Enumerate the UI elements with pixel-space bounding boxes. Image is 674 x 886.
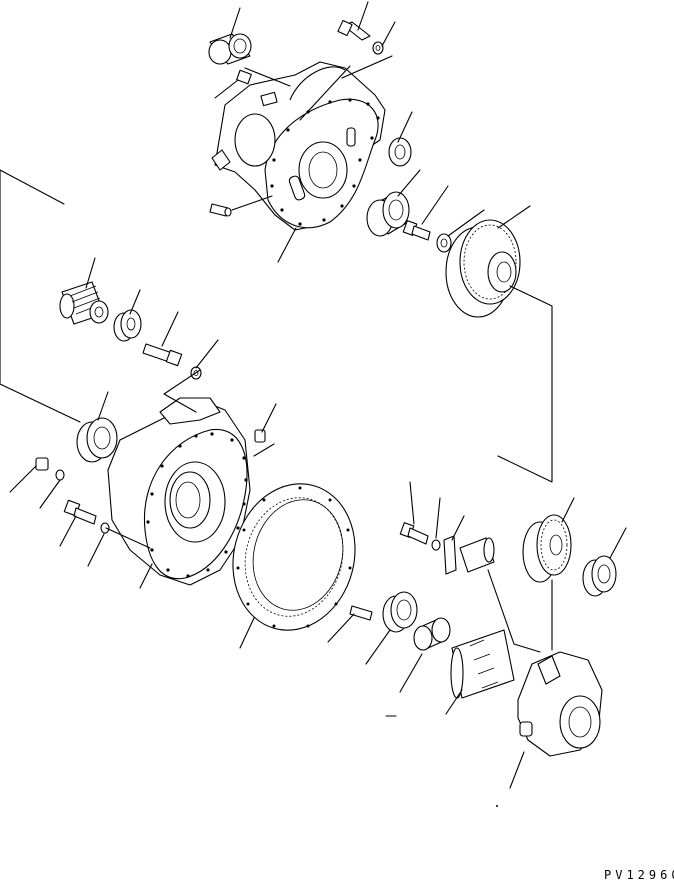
upper-small-bearing — [389, 138, 411, 166]
top-bolt — [338, 20, 370, 40]
seal-ring — [383, 592, 417, 632]
planet-bearing — [583, 556, 616, 596]
left-bearing — [77, 418, 117, 462]
top-washer — [373, 42, 383, 54]
lower-bolt — [400, 523, 428, 544]
ring-gear — [217, 470, 371, 644]
upper-housing — [212, 62, 385, 230]
middle-housing — [108, 398, 265, 585]
figure-code: PV12960 — [604, 868, 674, 882]
top-small-bolt — [237, 70, 252, 84]
long-bolt — [143, 344, 182, 366]
planet-carrier — [518, 652, 602, 756]
upper-gear — [446, 220, 520, 317]
upper-washer — [437, 234, 451, 252]
pinion-bearing — [114, 310, 141, 341]
top-housing-group — [209, 20, 520, 317]
top-bushing — [209, 34, 251, 64]
left-bolt — [64, 500, 96, 524]
pinion-shaft — [60, 282, 108, 324]
upper-dowel-pin — [210, 204, 231, 216]
middle-housing-bolt-holes — [146, 432, 248, 578]
output-shaft — [451, 630, 514, 698]
sleeve-bushing — [414, 618, 450, 650]
lower-right-group — [350, 515, 616, 756]
middle-left-group — [36, 282, 265, 585]
lower-dowel-pin — [350, 606, 372, 620]
upper-large-bearing — [367, 192, 409, 236]
left-o-ring — [56, 470, 64, 480]
left-washer — [101, 523, 109, 533]
leader-lines — [0, 2, 626, 807]
upper-bolt — [403, 221, 430, 240]
lower-pin — [460, 538, 494, 572]
lock-plate — [444, 536, 456, 574]
lower-washer — [432, 540, 440, 550]
planet-gear — [523, 515, 571, 582]
left-small-bolt — [36, 458, 48, 470]
